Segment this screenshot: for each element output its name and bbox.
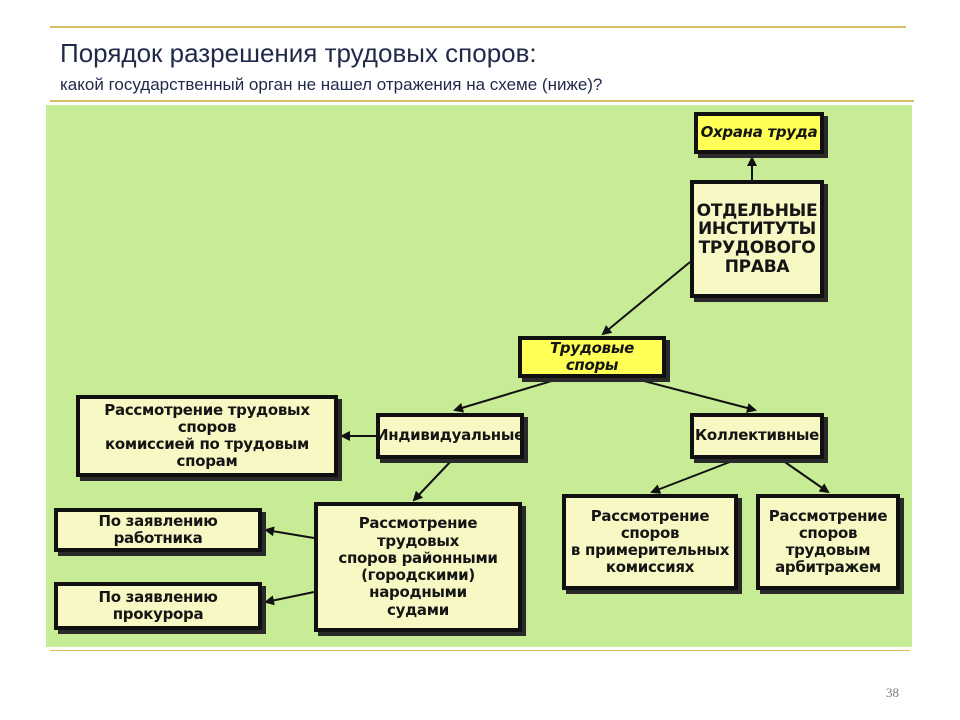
individual-box: Индивидуальные xyxy=(376,413,524,459)
separate-institutes-box: ОТДЕЛЬНЫЕ ИНСТИТУТЫ ТРУДОВОГО ПРАВА xyxy=(690,180,824,298)
slide-subtitle: какой государственный орган не нашел отр… xyxy=(60,75,603,94)
collective-box: Коллективные xyxy=(690,413,824,459)
conciliation-box: Рассмотрение споров в примерительных ком… xyxy=(562,494,738,590)
bottom-divider xyxy=(50,650,910,651)
commission-review-box: Рассмотрение трудовых споров комиссией п… xyxy=(76,395,338,477)
labor-disputes-box: Трудовые споры xyxy=(518,336,666,378)
page-number: 38 xyxy=(886,685,899,700)
title-divider xyxy=(50,100,914,102)
arbitration-box: Рассмотрение споров трудовым арбитражем xyxy=(756,494,900,590)
court-review-box: Рассмотрение трудовых споров районными (… xyxy=(314,502,522,632)
top-divider xyxy=(50,26,906,28)
by-employee-box: По заявлению работника xyxy=(54,508,262,552)
labor-protection-box: Охрана труда xyxy=(694,112,824,154)
by-prosecutor-box: По заявлению прокурора xyxy=(54,582,262,630)
slide-title: Порядок разрешения трудовых споров: xyxy=(60,38,537,68)
